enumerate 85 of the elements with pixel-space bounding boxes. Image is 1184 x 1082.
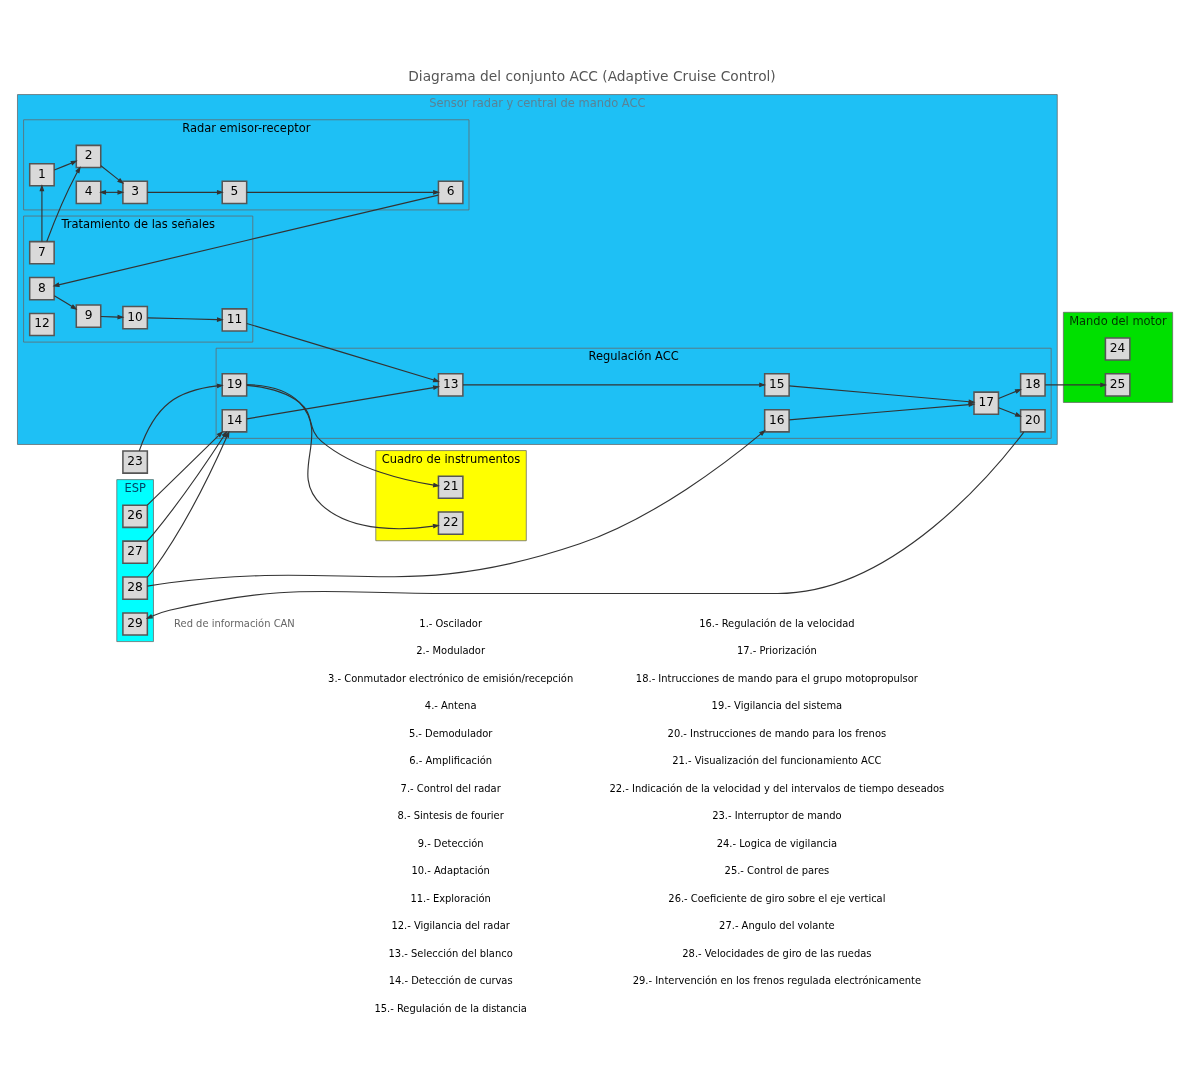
arrow [146, 430, 228, 542]
label: 29.- Intervención en los frenos regulada electrónicamente [632, 974, 922, 986]
arrow [246, 384, 440, 487]
arrow [145, 431, 1025, 619]
arrow [146, 430, 224, 506]
node-box: 13 [437, 372, 464, 397]
label: 6.- Amplificación [409, 754, 493, 766]
node-box: 24 [1104, 336, 1131, 361]
node-box: 2 [75, 144, 102, 168]
arrow [146, 316, 224, 322]
node-box: 28 [122, 575, 149, 600]
label: 13.- Selección del blanco [388, 947, 513, 959]
label: 24.- Logica de vigilancia [716, 837, 838, 849]
label: 7.- Control del radar [400, 782, 501, 794]
node-box: 1 [28, 162, 55, 187]
node-box: 12 [28, 312, 55, 336]
arrow [100, 314, 125, 319]
label: 19.- Vigilancia del sistema [711, 699, 843, 711]
arrow [1044, 381, 1108, 387]
node-box: 26 [122, 503, 149, 528]
node-box: 14 [221, 408, 248, 433]
label: 22.- Indicación de la velocidad y del intervalos de tiempo deseados [609, 782, 945, 794]
label: 4.- Antena [424, 699, 477, 711]
label: 8.- Sintesis de fourier [397, 809, 504, 821]
label: 9.- Detección [417, 837, 484, 849]
node-box: 21 [437, 474, 464, 499]
node-box: 25 [1104, 372, 1131, 397]
node-box: 10 [122, 305, 149, 329]
label: 15.- Regulación de la distancia [374, 1002, 527, 1014]
label: 16.- Regulación de la velocidad [699, 617, 855, 629]
arrow [788, 401, 976, 420]
node-box: 8 [28, 276, 55, 300]
node-box: 11 [221, 307, 248, 332]
node-box: 23 [122, 449, 149, 474]
node-box: 6 [437, 180, 464, 204]
node-box: 9 [75, 303, 102, 328]
arrow [46, 165, 81, 242]
label: 21.- Visualización del funcionamiento ACC [672, 754, 882, 766]
label: 28.- Velocidades de giro de las ruedas [682, 947, 872, 959]
label: 3.- Conmutador electrónico de emisión/recepción [328, 672, 574, 684]
arrow [462, 381, 767, 387]
node-box: 7 [28, 240, 55, 265]
label: 25.- Control de pares [724, 864, 830, 876]
node-box: 3 [122, 180, 149, 204]
label: 2.- Modulador [416, 644, 486, 656]
arrow [138, 383, 224, 451]
label: 23.- Interruptor de mando [712, 809, 842, 821]
label: 26.- Coeficiente de giro sobre el eje vertical [668, 892, 886, 904]
label: 27.- Angulo del volante [719, 919, 835, 931]
node-box: 15 [763, 372, 790, 397]
arrow [100, 164, 124, 184]
arrow [146, 430, 230, 578]
arrow [998, 406, 1022, 417]
arrow [52, 194, 439, 287]
label: 12.- Vigilancia del radar [391, 919, 510, 931]
arrow [246, 383, 440, 529]
label: 11.- Exploración [410, 892, 491, 904]
arrow [998, 388, 1022, 399]
arrow [146, 429, 766, 587]
node-box: 16 [763, 408, 790, 433]
arrow [53, 294, 78, 310]
node-box: 17 [973, 390, 1000, 415]
arrow [53, 160, 78, 171]
arrow [246, 322, 440, 382]
arrow [39, 183, 45, 242]
label: 14.- Detección de curvas [388, 974, 513, 986]
node-box: 19 [221, 372, 248, 397]
node-box: 18 [1019, 372, 1046, 397]
diagram-title: Diagrama del conjunto ACC (Adaptive Cruise Control) [408, 67, 776, 84]
node-box: 4 [75, 180, 102, 204]
label: 1.- Oscilador [419, 617, 482, 629]
label: 10.- Adaptación [411, 864, 490, 876]
node-box: 29 [122, 611, 149, 636]
node-box: 27 [122, 539, 149, 564]
node-box: 20 [1019, 408, 1046, 433]
arrow [246, 384, 441, 419]
node-box: 22 [437, 510, 464, 535]
label: 20.- Instrucciones de mando para los frenos [667, 727, 887, 739]
label: 18.- Intrucciones de mando para el grupo motopropulsor [635, 672, 918, 684]
label: Red de información CAN [174, 617, 295, 629]
label: 5.- Demodulador [408, 727, 493, 739]
arrow [146, 189, 224, 195]
arrow [246, 189, 441, 195]
node-box: 5 [221, 180, 248, 204]
label: 17.- Priorización [736, 644, 817, 656]
